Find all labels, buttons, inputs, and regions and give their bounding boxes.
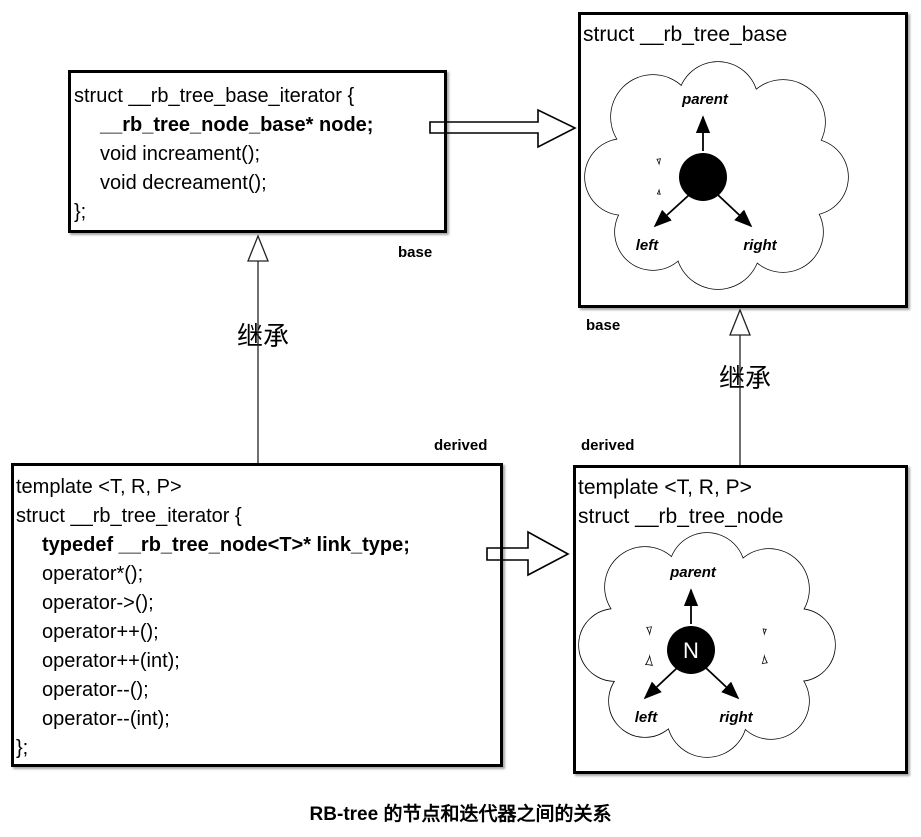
left-pointer-arrow — [643, 667, 678, 700]
code-line: operator*(); — [42, 563, 144, 585]
derived-node-cloud-svg: N parent left right — [578, 532, 836, 758]
base-label-right: base — [586, 317, 621, 334]
code-line: struct __rb_tree_iterator { — [16, 505, 242, 527]
derived-node-header-line1: template <T, R, P> — [578, 476, 752, 499]
base-iterator-box: struct __rb_tree_base_iterator { __rb_tr… — [68, 70, 447, 233]
code-line: operator--(int); — [42, 708, 170, 730]
derived-label-right: derived — [581, 437, 635, 454]
code-line: }; — [74, 201, 87, 223]
code-line: void increament(); — [100, 143, 261, 165]
left-pointer-arrow — [653, 194, 690, 228]
code-line: operator++(int); — [42, 650, 180, 672]
cloud-shape-fill — [579, 533, 835, 757]
node-letter: N — [683, 638, 699, 663]
pointer-arrow-top — [429, 108, 577, 149]
right-label: right — [743, 237, 777, 254]
code-line: }; — [16, 737, 29, 759]
parent-label: parent — [681, 91, 729, 108]
code-line: operator->(); — [42, 592, 154, 614]
code-line: __rb_tree_node_base* node; — [100, 114, 374, 136]
base-node-header-wrap: struct __rb_tree_base — [581, 15, 905, 49]
code-line: operator--(); — [42, 679, 149, 701]
code-line: template <T, R, P> — [16, 476, 182, 498]
left-label: left — [635, 709, 659, 726]
code-line: struct __rb_tree_base_iterator { — [74, 85, 355, 107]
derived-iterator-box: template <T, R, P> struct __rb_tree_iter… — [11, 463, 503, 767]
base-node-header: struct __rb_tree_base — [583, 23, 788, 46]
code-line: typedef __rb_tree_node<T>* link_type; — [42, 534, 410, 556]
tree-node-circle-icon — [679, 153, 727, 201]
derived-node-header-wrap: template <T, R, P> struct __rb_tree_node — [576, 468, 905, 531]
base-node-box: struct __rb_tree_base — [578, 12, 908, 308]
cloud-shape-fill — [585, 62, 848, 289]
code-line: operator++(); — [42, 621, 159, 643]
left-label: left — [636, 237, 660, 254]
right-pointer-arrow — [717, 194, 753, 228]
diagram-caption: RB-tree 的节点和迭代器之间的关系 — [309, 804, 612, 825]
inheritance-arrowhead-left — [247, 234, 269, 262]
inheritance-label-right: 继承 — [719, 363, 772, 393]
derived-label-left: derived — [434, 437, 488, 454]
base-label-left: base — [398, 244, 433, 261]
code-line: void decreament(); — [100, 172, 267, 194]
inheritance-label-left: 继承 — [237, 321, 290, 351]
tree-node-circle-icon — [667, 626, 715, 674]
derived-node-box: template <T, R, P> struct __rb_tree_node — [573, 465, 908, 774]
right-label: right — [719, 709, 753, 726]
parent-label: parent — [669, 564, 717, 581]
derived-node-header-line2: struct __rb_tree_node — [578, 505, 784, 528]
right-pointer-arrow — [705, 667, 740, 700]
inheritance-arrowhead-right — [729, 308, 751, 336]
base-node-cloud-svg: parent left right — [584, 61, 849, 290]
